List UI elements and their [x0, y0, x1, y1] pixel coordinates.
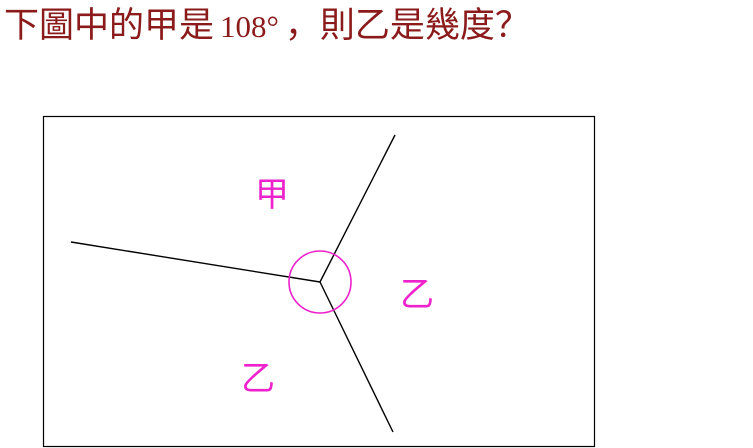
question-suffix: ，則乙是幾度？ — [284, 6, 530, 46]
label-yi-right: 乙 — [400, 275, 434, 315]
ray-upper-right — [319, 134, 396, 283]
label-jia: 甲 — [255, 175, 289, 215]
ray-lower-right — [319, 281, 394, 433]
question-prefix: 下圖中的甲是 — [4, 6, 215, 46]
question-angle: 108° — [220, 9, 279, 44]
ray-left — [70, 241, 321, 283]
vertex-circle — [288, 250, 352, 314]
label-yi-bottom: 乙 — [241, 359, 275, 399]
diagram-frame — [42, 115, 596, 448]
